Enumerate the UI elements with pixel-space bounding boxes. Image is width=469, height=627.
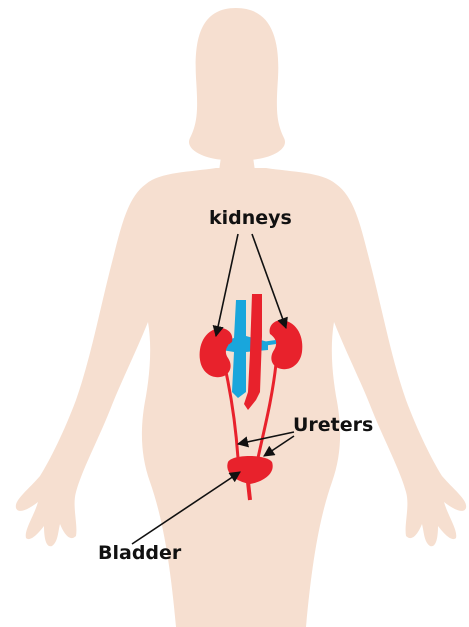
kidneys-label: kidneys	[209, 209, 292, 228]
ureters-label: Ureters	[293, 416, 373, 435]
urethra	[248, 482, 250, 500]
bladder-label: Bladder	[98, 544, 181, 563]
